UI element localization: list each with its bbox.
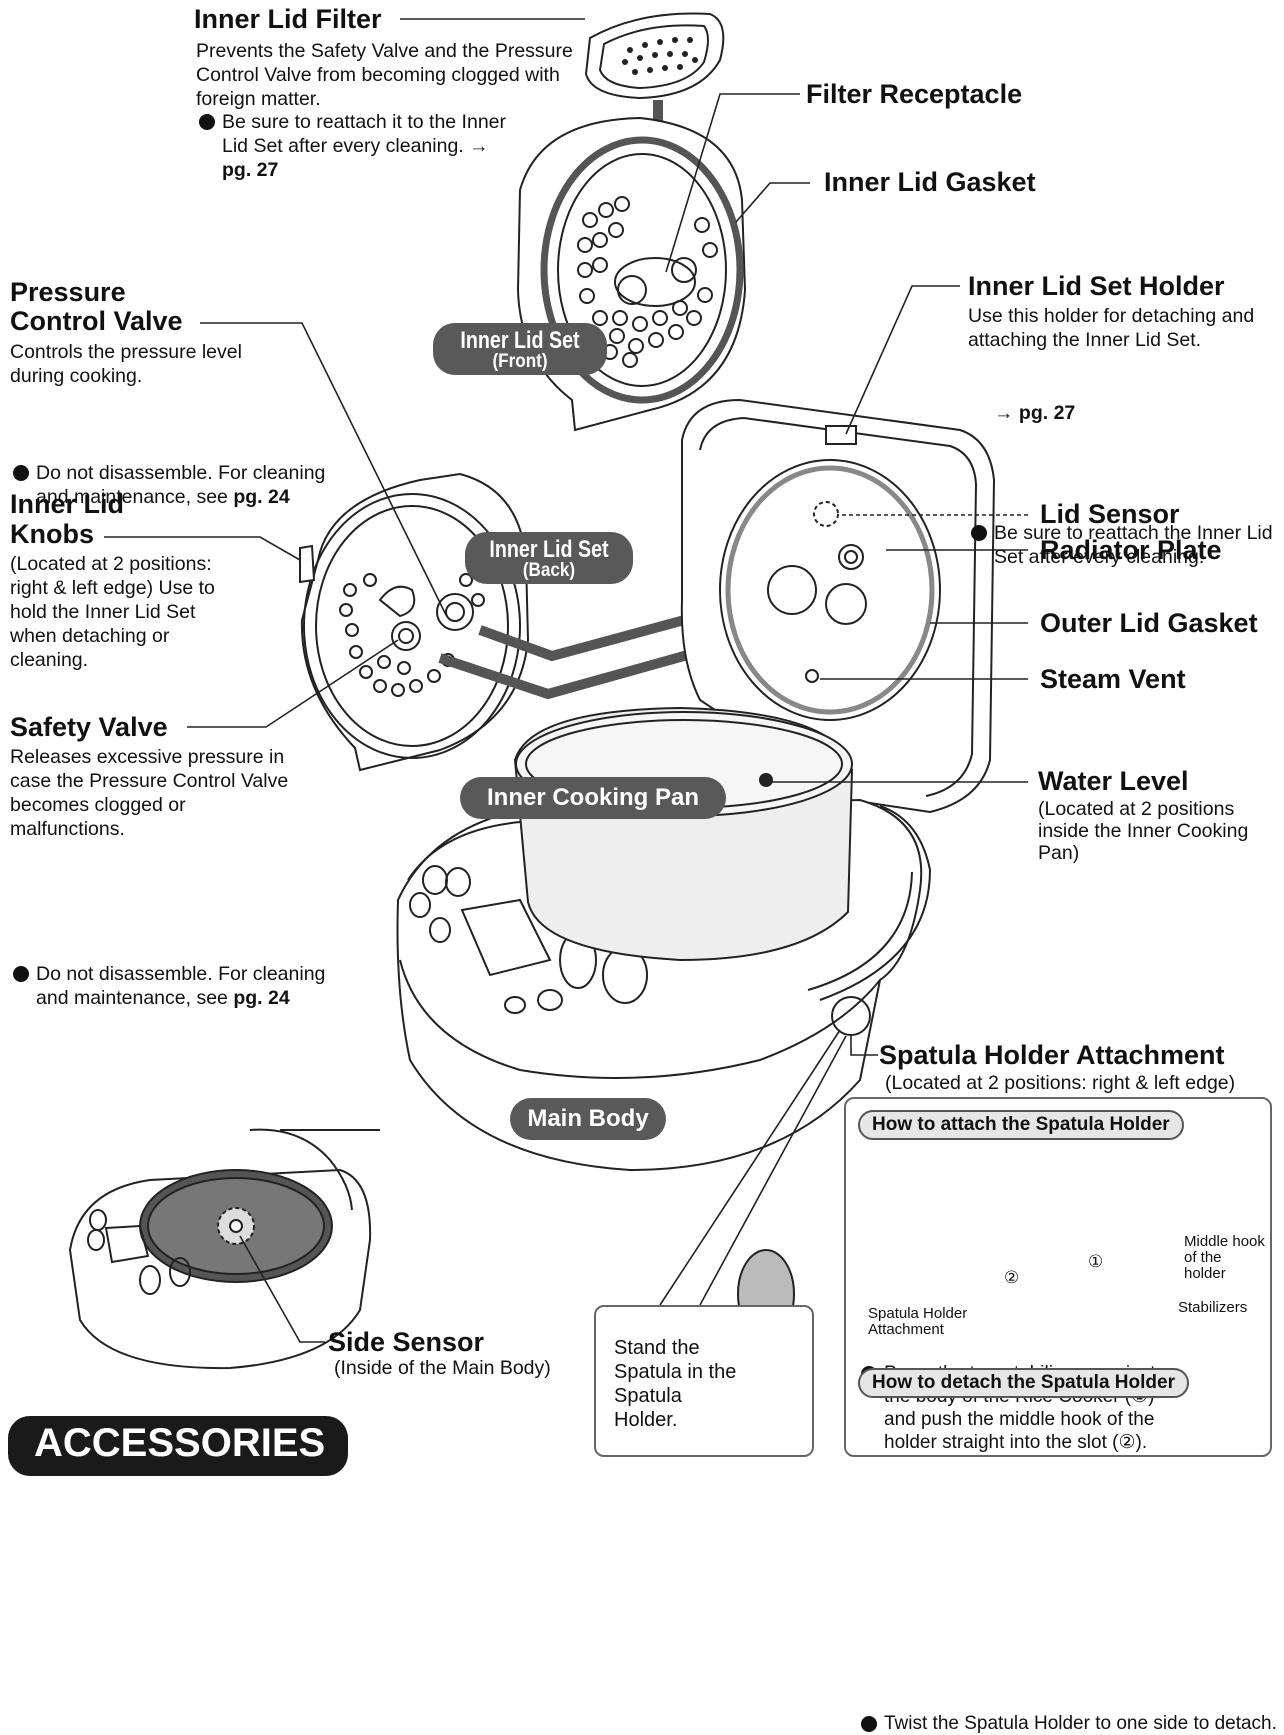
stabilizers-callout: Stabilizers bbox=[1178, 1300, 1247, 1316]
lid-sensor-label: Lid Sensor bbox=[1040, 500, 1180, 529]
main-body-pill: Main Body bbox=[510, 1098, 666, 1140]
inner-lid-filter-page-ref[interactable]: pg. 27 bbox=[222, 159, 278, 181]
spatula-holder-attachment-title: Spatula Holder Attachment bbox=[879, 1041, 1225, 1070]
detach-spatula-holder-heading: How to detach the Spatula Holder bbox=[858, 1368, 1189, 1398]
safety-valve-page-ref[interactable]: pg. 24 bbox=[233, 987, 289, 1009]
inner-cooking-pan-drawing bbox=[515, 708, 852, 960]
safety-valve-bullet: Do not disassemble. For cleaning and mai… bbox=[12, 962, 326, 1010]
inner-lid-set-back-pill-line1: Inner Lid Set bbox=[480, 538, 618, 562]
inner-lid-set-front-pill-line1: Inner Lid Set bbox=[449, 329, 592, 353]
water-level-desc: (Located at 2 positions inside the Inner… bbox=[1038, 798, 1278, 864]
step-2-marker: ② bbox=[1004, 1268, 1019, 1288]
inner-lid-set-holder-page-ref[interactable]: pg. 27 bbox=[1019, 402, 1075, 424]
spatula-holder-attachment-callout: Spatula Holder Attachment bbox=[868, 1306, 988, 1338]
inner-lid-set-holder-desc: Use this holder for detaching and attach… bbox=[968, 304, 1278, 352]
side-sensor-title: Side Sensor bbox=[328, 1328, 484, 1357]
inner-lid-knobs-title-1: Inner Lid bbox=[10, 490, 124, 519]
inner-lid-filter-drawing bbox=[586, 14, 723, 99]
water-level-title: Water Level bbox=[1038, 767, 1189, 796]
outer-lid-gasket-label: Outer Lid Gasket bbox=[1040, 609, 1258, 638]
filter-receptacle-label: Filter Receptacle bbox=[806, 80, 1022, 109]
step-1-marker: ① bbox=[1088, 1252, 1103, 1272]
inner-lid-filter-bullet: Be sure to reattach it to the Inner Lid … bbox=[198, 110, 522, 182]
radiator-plate-label: Radiator Plate bbox=[1040, 536, 1222, 565]
inner-lid-filter-title: Inner Lid Filter bbox=[194, 5, 382, 34]
pressure-control-valve-title-1: Pressure bbox=[10, 278, 126, 307]
accessories-heading: ACCESSORIES bbox=[8, 1416, 348, 1476]
pressure-control-valve-title-2: Control Valve bbox=[10, 307, 183, 336]
inner-lid-set-back-pill: Inner Lid Set (Back) bbox=[465, 532, 633, 584]
safety-valve-title: Safety Valve bbox=[10, 713, 168, 742]
inner-lid-set-front-drawing bbox=[518, 118, 745, 430]
inner-lid-filter-bullet-text: Be sure to reattach it to the Inner Lid … bbox=[222, 111, 506, 157]
inner-lid-set-back-drawing bbox=[300, 474, 528, 770]
inner-lid-set-holder-ref-line: → pg. 27 bbox=[994, 401, 1075, 425]
spatula-holder-attachment-desc: (Located at 2 positions: right & left ed… bbox=[885, 1071, 1235, 1095]
pressure-control-valve-page-ref[interactable]: pg. 24 bbox=[233, 486, 289, 508]
steam-vent-label: Steam Vent bbox=[1040, 665, 1186, 694]
inner-lid-set-holder-title: Inner Lid Set Holder bbox=[968, 272, 1225, 301]
inner-lid-set-front-pill-line2: (Front) bbox=[442, 353, 599, 371]
stand-spatula-text: Stand the Spatula in the Spatula Holder. bbox=[614, 1336, 744, 1432]
inner-lid-knobs-title-2: Knobs bbox=[10, 520, 94, 549]
inner-lid-gasket-label: Inner Lid Gasket bbox=[824, 168, 1036, 197]
middle-hook-callout: Middle hook of the holder bbox=[1184, 1234, 1266, 1282]
inner-lid-filter-desc: Prevents the Safety Valve and the Pressu… bbox=[196, 39, 576, 111]
attach-spatula-holder-heading: How to attach the Spatula Holder bbox=[858, 1110, 1184, 1140]
detach-spatula-holder-text: Twist the Spatula Holder to one side to … bbox=[860, 1712, 1280, 1735]
inner-lid-set-back-pill-line2: (Back) bbox=[473, 562, 624, 580]
inner-lid-knobs-desc: (Located at 2 positions: right & left ed… bbox=[10, 552, 246, 672]
inner-lid-set-holder-ref-arrow: → bbox=[994, 402, 1014, 424]
side-sensor-desc: (Inside of the Main Body) bbox=[334, 1356, 551, 1380]
inner-cooking-pan-pill: Inner Cooking Pan bbox=[460, 777, 726, 819]
inner-lid-set-front-pill: Inner Lid Set (Front) bbox=[433, 323, 607, 375]
safety-valve-desc: Releases excessive pressure in case the … bbox=[10, 745, 300, 841]
pressure-control-valve-desc: Controls the pressure level during cooki… bbox=[10, 340, 280, 388]
